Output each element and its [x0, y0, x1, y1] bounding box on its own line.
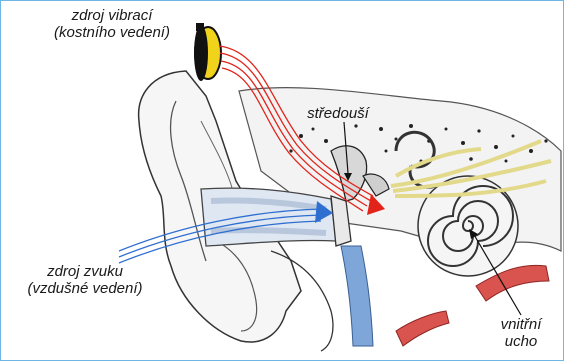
label-bone-line2: (kostního vedení) [37, 24, 187, 41]
label-middle-ear: středouší [298, 105, 378, 122]
label-air-conduction-source: zdroj zvuku (vzdušné vedení) [5, 263, 165, 297]
label-inner-ear: vnitřní ucho [486, 316, 556, 350]
label-inner-line2: ucho [486, 333, 556, 350]
label-air-line1: zdroj zvuku [5, 263, 165, 280]
label-air-line2: (vzdušné vedení) [5, 280, 165, 297]
label-bone-conduction-source: zdroj vibrací (kostního vedení) [37, 7, 187, 41]
label-bone-line1: zdroj vibrací [37, 7, 187, 24]
eustachian-tube [341, 246, 373, 346]
label-inner-line1: vnitřní [486, 316, 556, 333]
artery-2 [396, 311, 449, 346]
vibrator-icon [194, 23, 221, 81]
